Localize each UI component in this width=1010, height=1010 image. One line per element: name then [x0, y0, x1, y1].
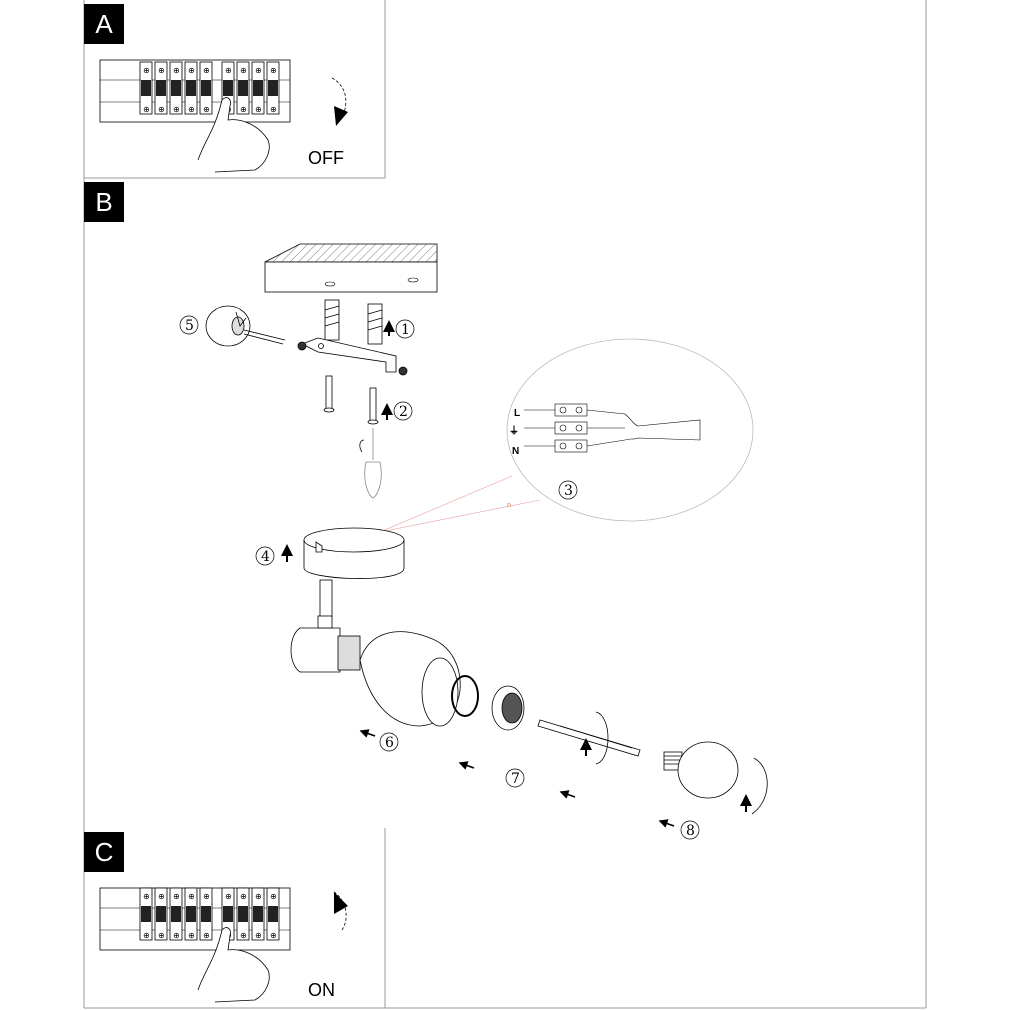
hand-icon	[197, 927, 270, 1003]
step-5-label: 5	[185, 318, 194, 334]
mounting-bracket	[297, 337, 408, 376]
terminal-block	[524, 403, 701, 453]
step-4-label: 4	[261, 549, 270, 565]
breaker-row-a	[139, 61, 280, 115]
step-3-label: 3	[564, 483, 573, 499]
rotate-arrow-icon	[333, 891, 347, 931]
step-2-label: 2	[399, 404, 408, 420]
lamp-head	[290, 615, 479, 727]
panel-tag-c: C	[84, 832, 124, 872]
terminal-label-l: L	[514, 408, 520, 419]
step-6-label: 6	[385, 735, 394, 751]
retaining-clip	[537, 711, 641, 765]
step-7-label: 7	[511, 771, 520, 787]
step-8-label: 8	[686, 823, 695, 839]
assembly-arrows	[359, 729, 675, 828]
bulb-icon	[663, 741, 768, 815]
threaded-ring	[491, 685, 525, 731]
panel-a-breaker-off	[99, 59, 348, 173]
small-mark: n	[507, 502, 511, 509]
ceiling-block	[264, 243, 438, 293]
wall-plug-icon	[324, 299, 383, 345]
screwdriver-icon	[205, 305, 286, 347]
wiring-callout	[379, 338, 754, 533]
hand-icon	[197, 97, 270, 173]
breaker-row-c	[139, 887, 280, 941]
canopy	[303, 527, 405, 619]
terminal-label-n: N	[512, 446, 519, 457]
ground-symbol: ⏚	[509, 425, 519, 437]
panel-tag-b: B	[84, 182, 124, 222]
state-label-off: OFF	[308, 148, 344, 168]
screw-icon	[323, 375, 379, 425]
step-markers	[179, 315, 700, 840]
small-screwdriver-icon	[359, 428, 382, 499]
step-1-label: 1	[401, 322, 410, 338]
panel-tag-a: A	[84, 4, 124, 44]
panel-c-breaker-on	[99, 887, 348, 1003]
state-label-on: ON	[308, 980, 335, 1000]
